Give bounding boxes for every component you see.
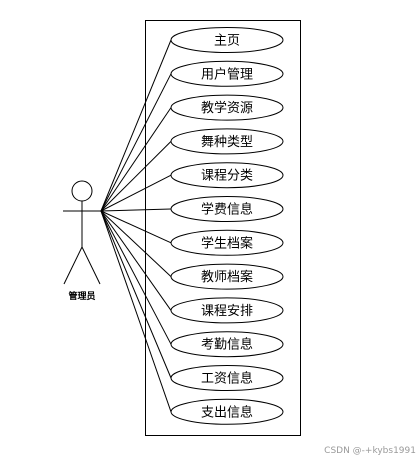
- use-case: 教学资源: [170, 94, 284, 121]
- association-line: [100, 141, 172, 212]
- use-case-label: 教师档案: [201, 269, 253, 285]
- system-boundary: [145, 20, 301, 436]
- use-case: 教师档案: [170, 263, 284, 290]
- use-case-label: 用户管理: [201, 66, 253, 82]
- use-case-ellipse: [170, 60, 284, 87]
- watermark: CSDN @-+kybs1991: [324, 446, 416, 456]
- association-line: [100, 208, 172, 212]
- use-case-ellipse: [170, 263, 284, 290]
- use-case-label: 舞种类型: [201, 135, 253, 150]
- association-line: [100, 210, 172, 379]
- association-line: [100, 39, 172, 212]
- use-case: 用户管理: [170, 60, 284, 87]
- association-line: [100, 210, 172, 311]
- actor-left-leg: [63, 246, 83, 285]
- use-case: 课程分类: [170, 162, 284, 189]
- association-line: [100, 210, 172, 277]
- use-case: 工资信息: [170, 365, 284, 391]
- use-case-ellipse: [170, 196, 284, 222]
- use-case-ellipse: [170, 229, 284, 256]
- association-line: [100, 174, 172, 212]
- use-case-label: 学生档案: [201, 235, 253, 251]
- use-case-label: 工资信息: [201, 371, 253, 387]
- use-case-ellipse: [170, 331, 284, 358]
- use-case: 主页: [170, 27, 284, 53]
- actor-stick-figure: [63, 180, 101, 285]
- use-case-ellipse: [170, 162, 284, 189]
- use-case-label: 教学资源: [201, 100, 253, 116]
- use-case-ellipse: [170, 398, 284, 425]
- use-case: 课程安排: [170, 297, 284, 324]
- actor-right-leg: [81, 246, 101, 285]
- use-case: 学生档案: [170, 229, 284, 256]
- use-case-ellipse: [170, 27, 284, 53]
- use-case-ellipse: [170, 128, 284, 155]
- association-line: [100, 73, 172, 212]
- use-case-label: 支出信息: [201, 404, 253, 420]
- use-case-ellipse: [170, 365, 284, 391]
- use-case-list: 主页用户管理教学资源舞种类型课程分类学费信息学生档案教师档案课程安排考勤信息工资…: [170, 27, 284, 425]
- actor-head: [71, 180, 93, 202]
- association-lines: [100, 39, 172, 412]
- association-line: [100, 210, 172, 345]
- use-case: 舞种类型: [170, 128, 284, 155]
- use-case-label: 课程分类: [201, 169, 253, 184]
- use-case-label: 学费信息: [201, 202, 253, 218]
- use-case-label: 主页: [214, 34, 240, 49]
- actor-label: 管理员: [68, 290, 95, 302]
- use-case: 支出信息: [170, 398, 284, 425]
- use-case-ellipse: [170, 297, 284, 324]
- use-case-label: 课程安排: [201, 304, 253, 319]
- use-case-ellipse: [170, 94, 284, 121]
- use-case: 考勤信息: [170, 331, 284, 358]
- association-line: [100, 210, 172, 244]
- association-line: [100, 107, 172, 212]
- association-line: [100, 210, 172, 412]
- use-case-label: 考勤信息: [201, 337, 253, 353]
- use-case: 学费信息: [170, 196, 284, 222]
